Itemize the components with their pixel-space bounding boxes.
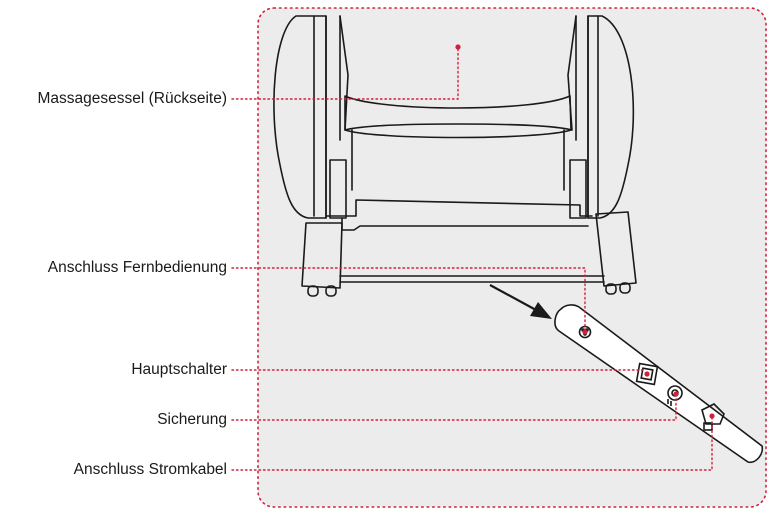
marker-main-switch — [644, 371, 650, 377]
label-chair-back: Massagesessel (Rückseite) — [37, 90, 227, 107]
label-main-switch: Hauptschalter — [131, 361, 227, 378]
chair-drawing — [273, 15, 637, 297]
leader-chair-back — [231, 47, 459, 100]
label-fuse: Sicherung — [157, 411, 227, 428]
marker-dots — [455, 44, 715, 419]
marker-remote — [582, 329, 588, 335]
chair-left-foot — [301, 222, 343, 289]
chair-right-foot — [595, 211, 637, 287]
marker-chair-back — [455, 44, 461, 50]
leader-fuse — [231, 393, 677, 421]
square-switch-icon — [635, 362, 659, 386]
marker-fuse — [673, 391, 679, 397]
label-power-cable-connection: Anschluss Stromkabel — [73, 461, 227, 478]
chair-seat-cushion — [344, 95, 572, 139]
leader-remote — [231, 267, 586, 333]
label-remote-connection: Anschluss Fernbedienung — [47, 259, 227, 276]
leader-lines — [231, 47, 713, 471]
arrow-icon — [489, 284, 552, 319]
panel-background — [257, 7, 767, 508]
chair-right-armrest — [587, 15, 635, 219]
chair-left-armrest — [273, 15, 327, 219]
chair-base-frame — [325, 199, 593, 217]
marker-power — [709, 413, 715, 419]
chair-backrest — [339, 15, 577, 131]
